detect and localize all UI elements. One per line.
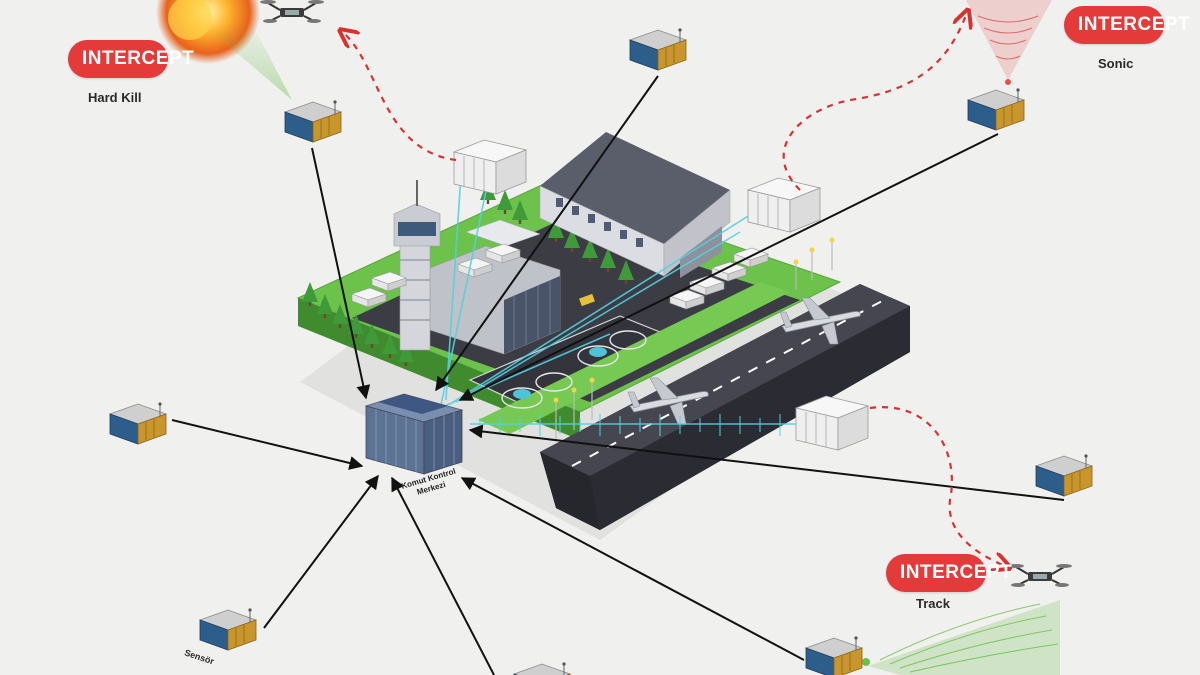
sensor-box-icon xyxy=(199,607,257,651)
sensor-box-icon xyxy=(629,27,687,71)
sonic-label: Sonic xyxy=(1098,56,1134,71)
container-icon xyxy=(747,177,821,233)
data-links xyxy=(171,75,1065,675)
sensor-box-icon xyxy=(109,401,167,445)
intercept-badge-hard-kill: INTERCEPT xyxy=(68,40,194,78)
sensor-box-icon xyxy=(1035,453,1093,497)
sensor-box-icon xyxy=(967,87,1025,131)
sensor-box-icon xyxy=(284,99,342,143)
vehicles xyxy=(351,243,769,310)
intercept-paths xyxy=(340,10,1010,568)
helicopters xyxy=(513,347,607,399)
drone-icon xyxy=(1007,563,1073,588)
hangar-building xyxy=(539,132,731,278)
intercept-badge-sonic: INTERCEPT xyxy=(1064,6,1190,44)
sensor-box-icon xyxy=(805,635,863,675)
sensor-box-icon xyxy=(513,661,571,675)
hard-kill-label: Hard Kill xyxy=(88,90,142,105)
helipads xyxy=(501,330,647,409)
track-label: Track xyxy=(916,596,950,611)
container-icon xyxy=(453,139,527,195)
intercept-badge-track: INTERCEPT xyxy=(886,554,1012,592)
drone-icon xyxy=(259,0,325,24)
container-icon xyxy=(795,395,869,451)
control-tower xyxy=(393,180,441,351)
command-center-icon xyxy=(364,393,464,475)
